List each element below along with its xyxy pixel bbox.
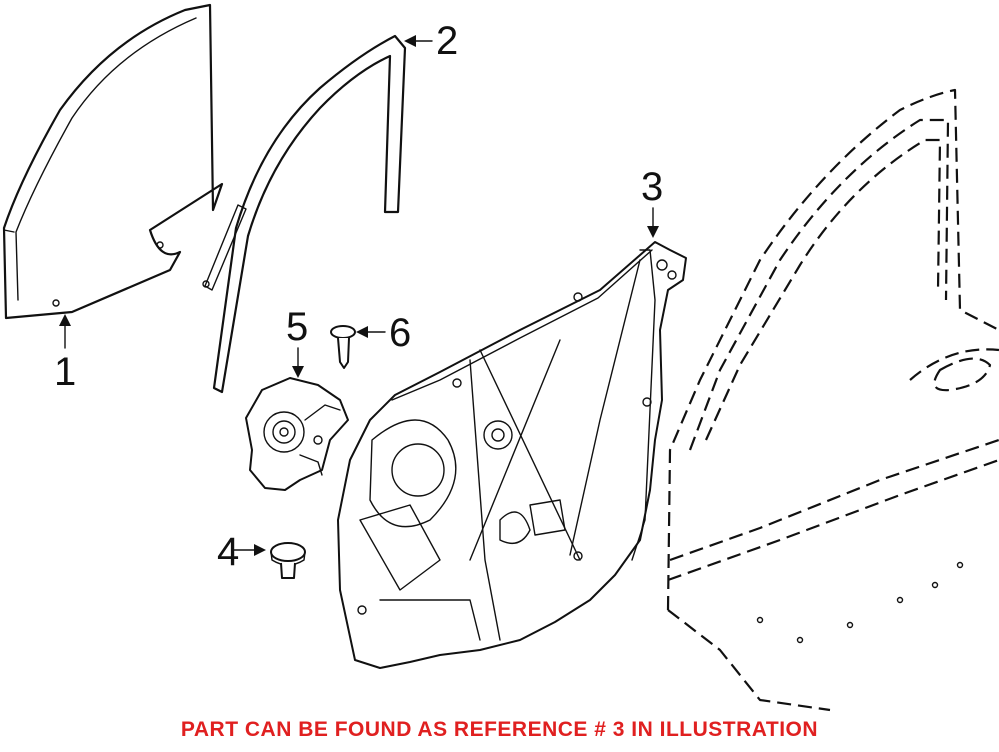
bolt-part bbox=[270, 542, 306, 579]
reference-note: PART CAN BE FOUND AS REFERENCE # 3 IN IL… bbox=[180, 718, 819, 741]
window-regulator-part bbox=[337, 241, 687, 669]
callout-5: 5 bbox=[286, 305, 308, 349]
glass-run-channel-part bbox=[202, 34, 407, 394]
screw-part bbox=[330, 325, 356, 369]
callout-3: 3 bbox=[641, 165, 663, 209]
window-glass-part bbox=[2, 3, 224, 320]
callout-4: 4 bbox=[217, 530, 239, 574]
callout-6: 6 bbox=[389, 311, 411, 355]
door-shell-outline bbox=[666, 88, 999, 712]
window-motor-part bbox=[245, 377, 349, 491]
callout-2: 2 bbox=[436, 19, 458, 63]
callout-1: 1 bbox=[54, 350, 76, 394]
leader-arrows bbox=[59, 35, 659, 556]
